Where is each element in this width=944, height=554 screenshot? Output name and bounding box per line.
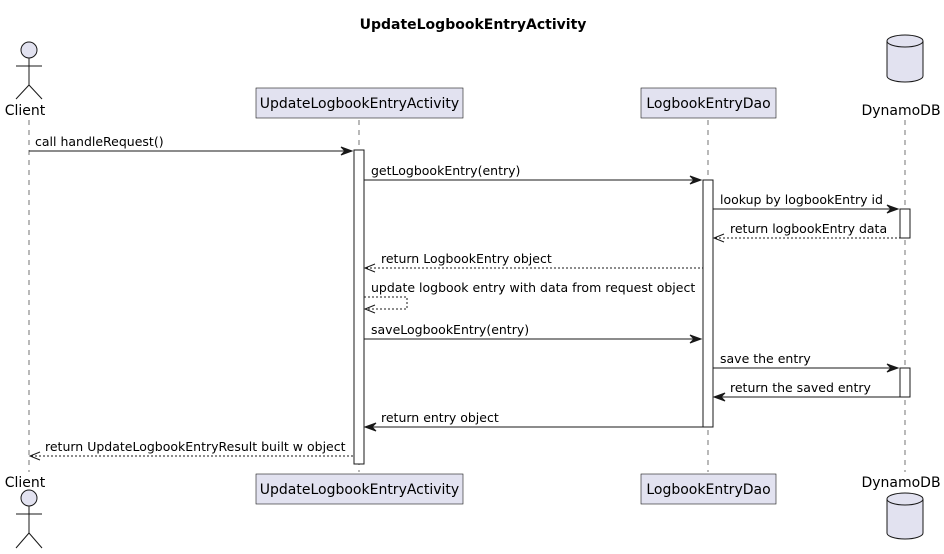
svg-text:getLogbookEntry(entry): getLogbookEntry(entry) <box>371 163 520 178</box>
message-return-entry-object: return entry object <box>363 410 703 432</box>
message-return-logbook-entry-object: return LogbookEntry object <box>363 251 703 273</box>
diagram-title: UpdateLogbookEntryActivity <box>360 17 587 33</box>
activity-participant-top: UpdateLogbookEntryActivity <box>255 87 464 119</box>
client-label-bottom: Client <box>5 475 46 491</box>
message-call-handle-request: call handleRequest() <box>29 134 354 156</box>
message-return-update-result: return UpdateLogbookEntryResult built w … <box>28 439 354 461</box>
svg-text:UpdateLogbookEntryActivity: UpdateLogbookEntryActivity <box>260 96 459 112</box>
client-actor-top <box>15 41 43 100</box>
svg-text:lookup by logbookEntry id: lookup by logbookEntry id <box>720 192 883 207</box>
dynamo-activation-save <box>899 367 911 398</box>
svg-text:LogbookEntryDao: LogbookEntryDao <box>646 482 770 498</box>
message-self-update-entry: update logbook entry with data from requ… <box>363 280 695 314</box>
dao-activation <box>702 179 714 428</box>
message-save-logbook-entry: saveLogbookEntry(entry) <box>364 322 703 344</box>
client-label-top: Client <box>5 103 46 119</box>
svg-text:return LogbookEntry object: return LogbookEntry object <box>381 251 552 266</box>
svg-text:LogbookEntryDao: LogbookEntryDao <box>646 96 770 112</box>
message-get-logbook-entry: getLogbookEntry(entry) <box>364 163 703 185</box>
svg-text:return the saved entry: return the saved entry <box>730 380 872 395</box>
svg-text:return entry object: return entry object <box>381 410 499 425</box>
svg-text:UpdateLogbookEntryActivity: UpdateLogbookEntryActivity <box>260 482 459 498</box>
message-lookup-by-id: lookup by logbookEntry id <box>713 192 900 214</box>
svg-text:call handleRequest(): call handleRequest() <box>35 134 164 149</box>
dao-participant-top: LogbookEntryDao <box>640 87 777 119</box>
svg-text:save the entry: save the entry <box>720 351 811 366</box>
svg-text:return logbookEntry data: return logbookEntry data <box>730 221 887 236</box>
activity-activation <box>353 149 365 465</box>
dynamo-label-top: DynamoDB <box>861 103 940 119</box>
dynamo-database-icon-top <box>886 34 924 83</box>
activity-participant-bottom: UpdateLogbookEntryActivity <box>255 473 464 505</box>
svg-text:update logbook entry with data: update logbook entry with data from requ… <box>371 280 695 295</box>
svg-text:return UpdateLogbookEntryResul: return UpdateLogbookEntryResult built w … <box>45 439 346 454</box>
client-actor-bottom <box>15 489 43 549</box>
dao-participant-bottom: LogbookEntryDao <box>640 473 777 505</box>
dynamo-label-bottom: DynamoDB <box>861 475 940 491</box>
message-return-logbook-entry-data: return logbookEntry data <box>712 221 900 243</box>
message-save-the-entry: save the entry <box>713 351 900 373</box>
svg-text:saveLogbookEntry(entry): saveLogbookEntry(entry) <box>371 322 529 337</box>
message-return-saved-entry: return the saved entry <box>712 380 900 402</box>
dynamo-database-icon-bottom <box>886 492 924 540</box>
dynamo-activation-lookup <box>899 208 911 239</box>
